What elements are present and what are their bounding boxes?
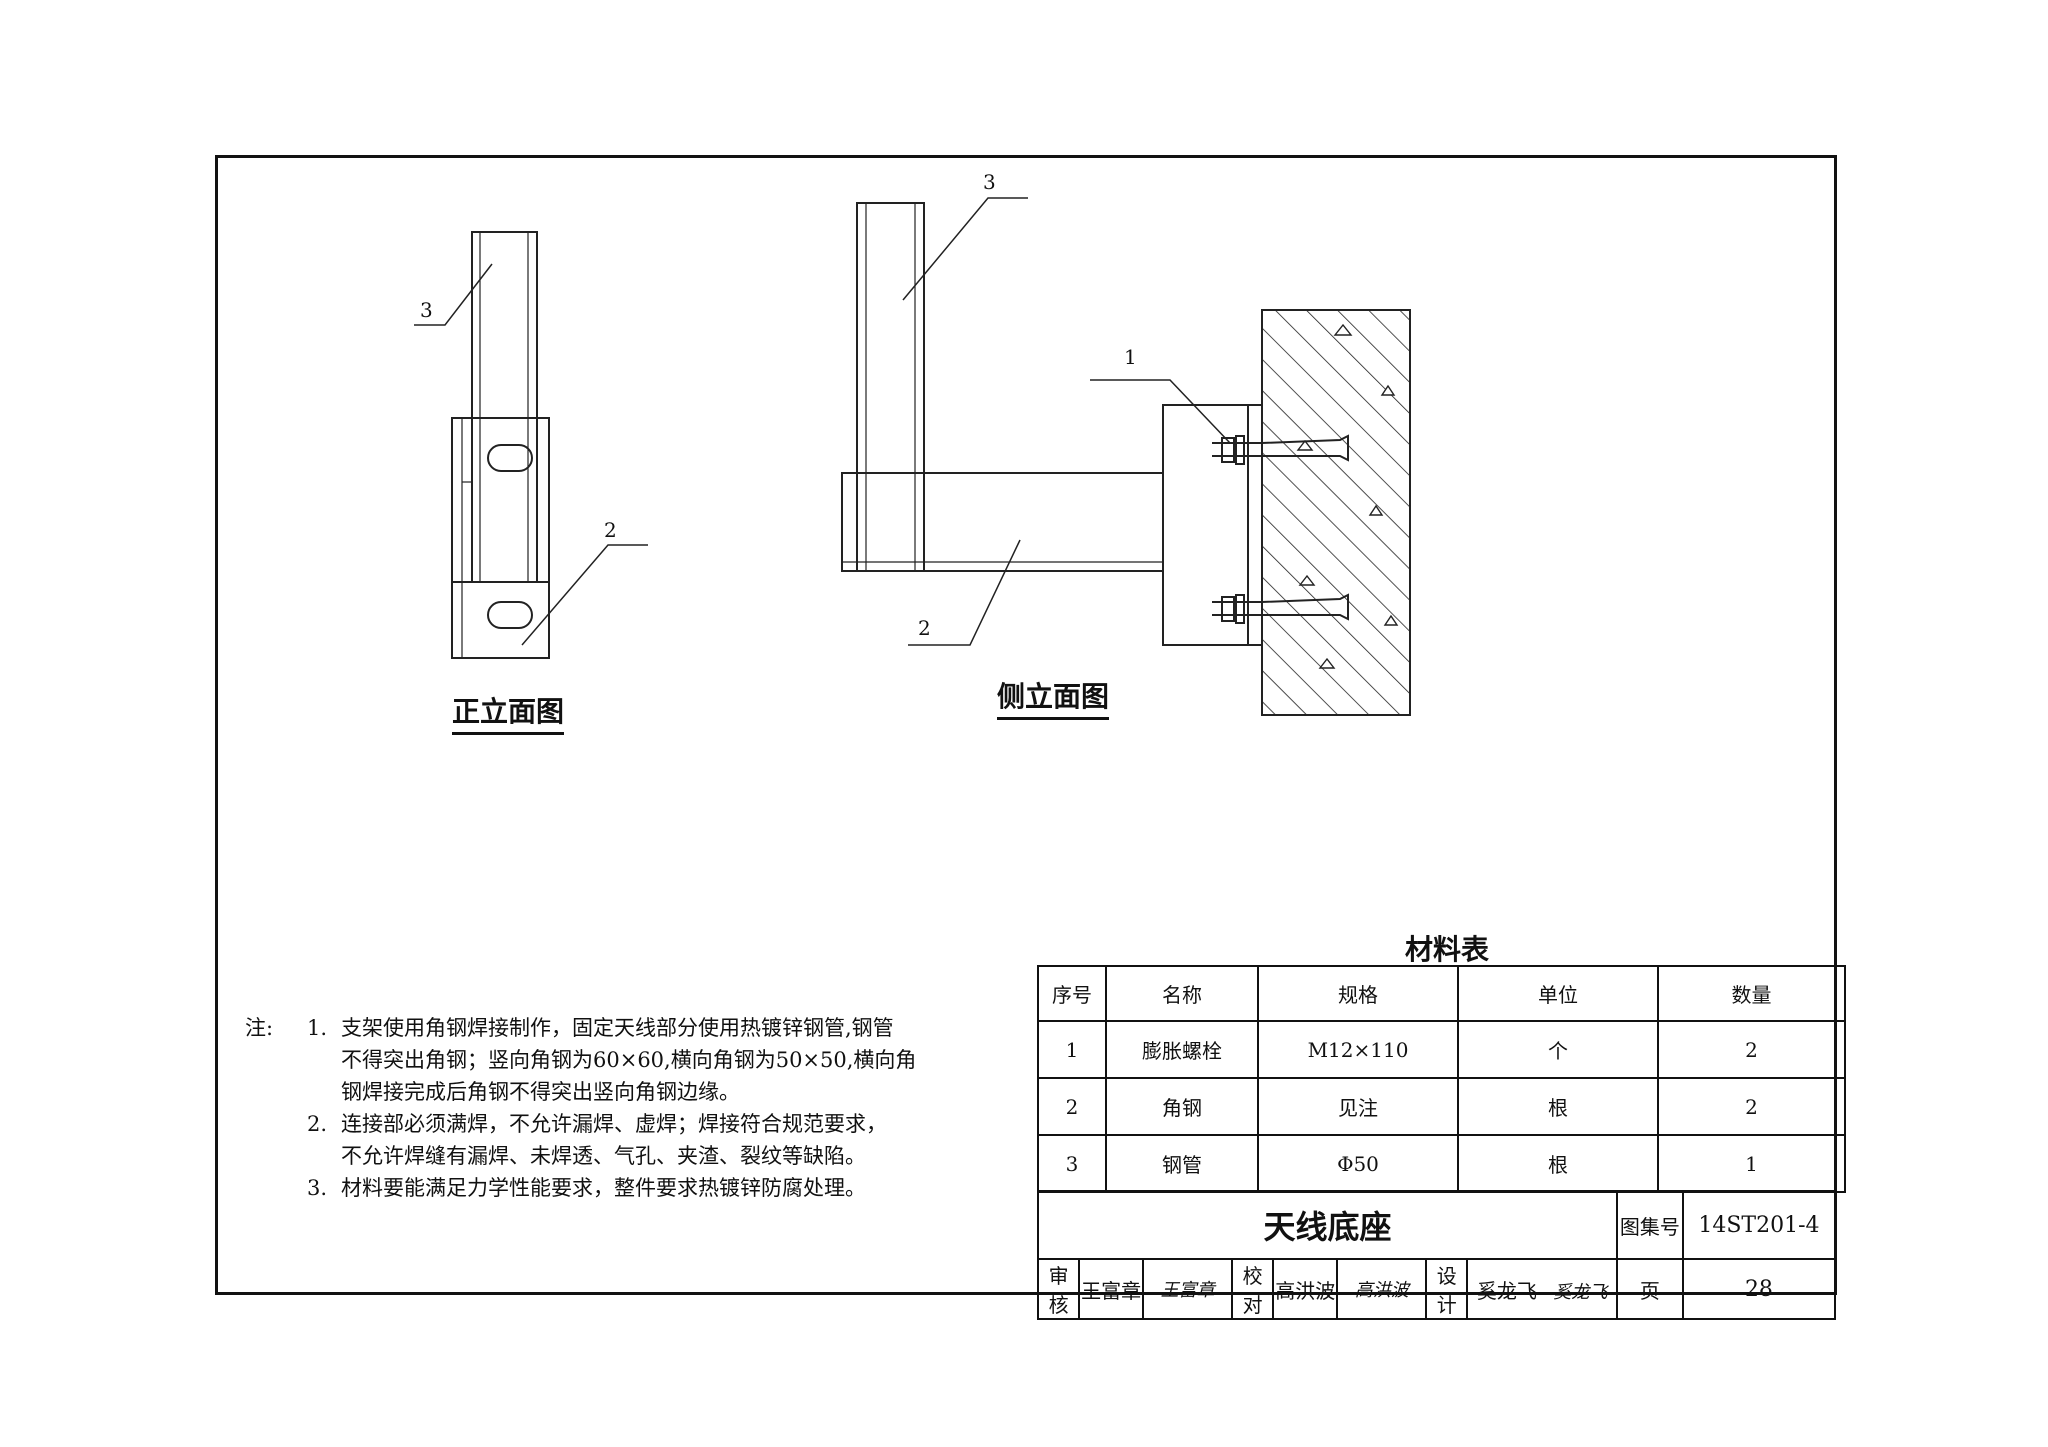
front-elevation (414, 231, 648, 659)
front-view-title: 正立面图 (452, 690, 565, 735)
anchor-bolt-lower (1212, 593, 1349, 624)
note-item-3: 3. 材料要能满足力学性能要求，整件要求热镀锌防腐处理。 (307, 1176, 866, 1200)
review-label: 审核 (1036, 1258, 1081, 1320)
notes-block: 注: 1. 支架使用角钢焊接制作，固定天线部分使用热镀锌钢管,钢管 不得突出角钢… (245, 1012, 1005, 1204)
reviewer-signature: 王富章 (1142, 1258, 1234, 1320)
front-slot-lower (487, 601, 533, 629)
materials-header-row: 序号 名称 规格 单位 数量 (1037, 965, 1846, 1022)
page-label: 页 (1615, 1258, 1684, 1320)
callout-2-side: 2 (918, 616, 931, 640)
atlas-number: 14ST201-4 (1681, 1190, 1837, 1260)
atlas-label: 图集号 (1615, 1190, 1684, 1260)
callout-1-side: 1 (1124, 345, 1137, 369)
front-angle-steel (451, 417, 550, 659)
table-row: 3 钢管 Φ50 根 1 (1037, 1134, 1846, 1193)
drawing-frame (215, 155, 1837, 1295)
front-steel-pipe (471, 231, 538, 583)
page-number: 28 (1681, 1258, 1837, 1320)
side-horizontal-angle (841, 472, 1164, 572)
checker-signature: 高洪波 (1336, 1258, 1428, 1320)
table-row: 1 膨胀螺栓 M12×110 个 2 (1037, 1020, 1846, 1079)
callout-3-front: 3 (420, 298, 433, 322)
materials-table-title: 材料表 (1405, 933, 1490, 966)
callout-3-side: 3 (983, 170, 996, 194)
checker-name: 高洪波 (1272, 1258, 1339, 1320)
drawing-title: 天线底座 (1037, 1190, 1618, 1260)
side-steel-pipe (856, 202, 925, 572)
side-leader-2 (908, 539, 1021, 646)
side-wall-plate (1247, 404, 1263, 646)
concrete-wall (1261, 309, 1411, 716)
note-item-1: 注: 1. 支架使用角钢焊接制作，固定天线部分使用热镀锌钢管,钢管 不得突出角钢… (245, 1012, 1005, 1108)
reviewer-name: 王富章 (1078, 1258, 1145, 1320)
designer-name: 奚龙飞 (1476, 1278, 1537, 1303)
side-leader-3 (902, 197, 1028, 301)
table-row: 2 角钢 见注 根 2 (1037, 1077, 1846, 1136)
materials-table: 序号 名称 规格 单位 数量 1 膨胀螺栓 M12×110 个 2 2 角钢 见… (1037, 965, 1846, 1193)
front-leader-3 (414, 263, 493, 326)
check-label: 校对 (1231, 1258, 1275, 1320)
front-slot-upper (487, 444, 533, 472)
designer-cell: 奚龙飞 奚龙飞 (1466, 1258, 1618, 1320)
side-elevation (841, 197, 1411, 716)
side-leader-1 (1090, 379, 1231, 444)
callout-2-front: 2 (604, 518, 617, 542)
note-item-2: 2. 连接部必须满焊，不允许漏焊、虚焊；焊接符合规范要求， 不允许焊缝有漏焊、未… (307, 1112, 887, 1168)
design-label: 设计 (1425, 1258, 1469, 1320)
title-block: 天线底座 图集号 14ST201-4 审核 王富章 王富章 校对 高洪波 高洪波… (1036, 1190, 1837, 1320)
designer-signature: 奚龙飞 (1553, 1281, 1608, 1303)
side-view-title: 侧立面图 (997, 675, 1110, 720)
front-leader-2 (521, 544, 648, 646)
anchor-bolt-upper (1212, 434, 1349, 465)
notes-prefix: 注: (245, 1016, 274, 1040)
